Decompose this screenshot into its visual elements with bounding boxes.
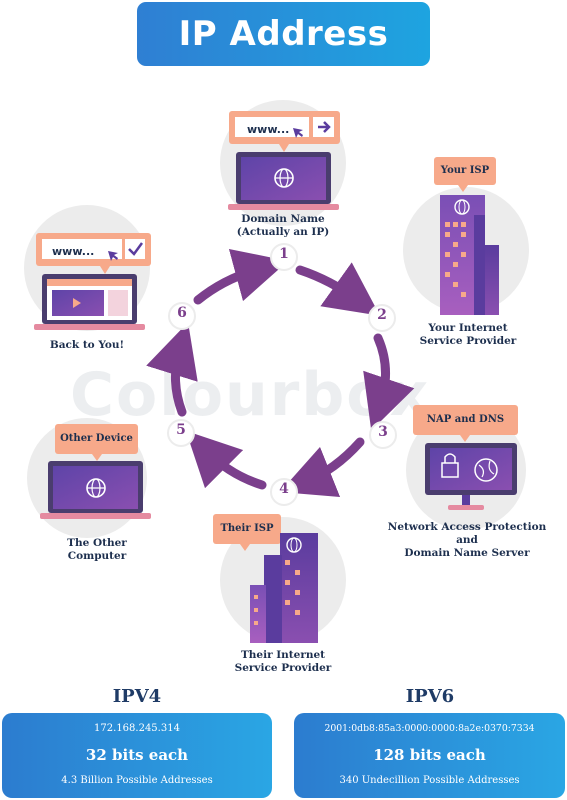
step-4-number: 4 [279,481,289,497]
nap-line3: Domain Name Server [404,547,530,559]
domain-browser-text: www... [247,123,289,136]
domain-name-line2: (Actually an IP) [236,226,330,238]
ipv4-bits: 32 bits each [85,746,189,764]
domain-name-line1: Domain Name [241,213,325,225]
your-isp-caption: Your Internet Service Provider [398,322,538,348]
other-device-tag: Other Device [60,433,133,444]
nap-dns-caption: Network Access Protection and Domain Nam… [377,521,557,560]
your-isp-building-icon [434,157,499,315]
domain-laptop-icon [228,111,340,210]
ipv6-bits: 128 bits each [373,746,486,764]
nap-dns-tag: NAP and DNS [426,414,505,425]
your-isp-line2: Service Provider [419,335,517,347]
page-title: IP Address [137,2,430,66]
their-isp-line2: Service Provider [234,662,332,674]
ipv4-possible: 4.3 Billion Possible Addresses [61,775,213,786]
ipv4-heading: IPV4 [112,686,162,707]
other-line2: Computer [67,550,127,562]
back-browser-text: www... [52,245,94,258]
ipv6-heading: IPV6 [405,686,455,707]
ipv6-address: 2001:0db8:85a3:0000:0000:8a2e:0370:7334 [324,723,535,734]
step-6-number: 6 [177,305,187,321]
ipv6-box: 2001:0db8:85a3:0000:0000:8a2e:0370:7334 … [294,713,565,798]
step-2-number: 2 [377,307,387,323]
your-isp-line1: Your Internet [428,322,508,334]
other-computer-caption: The Other Computer [27,537,167,563]
step-number-circles [167,243,397,506]
nap-dns-monitor-icon [413,405,518,510]
back-laptop-icon [34,233,151,330]
ipv4-box: 172.168.245.314 32 bits each 4.3 Billion… [2,713,272,798]
ipv6-possible: 340 Undecillion Possible Addresses [339,775,520,786]
their-isp-line1: Their Internet [240,649,326,661]
nap-line2: and [456,534,478,546]
step-1-number: 1 [279,246,289,262]
nap-line1: Network Access Protection [387,521,547,533]
cycle-arrows [146,248,415,498]
other-line1: The Other [67,537,127,549]
ipv4-address: 172.168.245.314 [94,723,180,734]
domain-name-caption: Domain Name (Actually an IP) [213,213,353,239]
your-isp-tag: Your ISP [440,165,490,176]
their-isp-building-icon [213,514,318,643]
their-isp-caption: Their Internet Service Provider [213,649,353,675]
their-isp-tag: Their ISP [220,523,274,534]
step-5-number: 5 [176,422,186,438]
back-to-you-caption: Back to You! [49,339,125,351]
other-device-laptop-icon [40,424,151,519]
step-3-number: 3 [378,424,388,440]
